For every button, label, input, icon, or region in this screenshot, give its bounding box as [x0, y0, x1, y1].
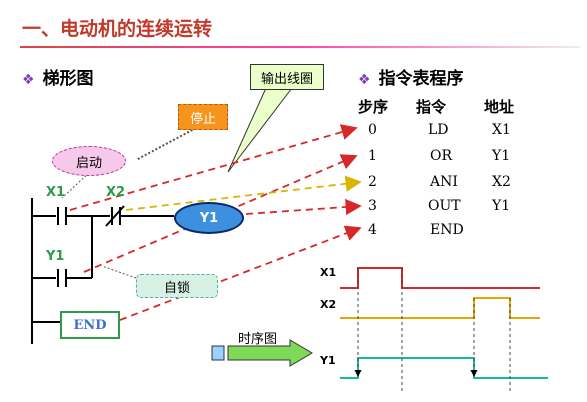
ladder-section-label: 梯形图	[42, 69, 94, 89]
start-callout-pointer	[61, 169, 93, 199]
program-section-title: ❖ 指令表程序	[358, 64, 464, 89]
row-2-addr: X2	[492, 174, 511, 190]
header-instruction: 指令	[416, 98, 447, 116]
stop-callout: 停止	[178, 104, 228, 130]
stop-callout-pointer	[135, 127, 197, 161]
timing-signal-y1: Y1	[320, 354, 336, 367]
x2-waveform	[340, 297, 540, 319]
timing-arrow-icon	[227, 339, 313, 367]
ladder-section-title: ❖ 梯形图	[22, 64, 94, 89]
output-coil-y1: Y1	[174, 202, 244, 234]
row-2-step: 2	[368, 174, 377, 190]
end-instruction-box: END	[60, 311, 120, 339]
row-1-step: 1	[368, 148, 377, 164]
x1-label: X1	[46, 185, 66, 200]
arrow-coil-to-step3	[245, 198, 362, 216]
output-coil-callout: 输出线圈	[250, 64, 324, 90]
x2-label: X2	[106, 185, 126, 200]
row-0-instr: LD	[428, 122, 449, 138]
page-title: 一、电动机的连续运转	[22, 18, 213, 40]
arrow-end-to-step4	[119, 225, 362, 321]
diamond-bullet-icon: ❖	[22, 72, 35, 88]
timing-arrow-tail	[211, 345, 225, 361]
arrow-x1-to-step0	[69, 124, 358, 211]
row-1-addr: Y1	[492, 148, 511, 164]
timing-diagram-title: 时序图	[238, 332, 278, 347]
timing-signal-x1: X1	[320, 266, 337, 279]
row-0-addr: X1	[492, 122, 511, 138]
x2-contact-slash	[105, 205, 125, 227]
timing-signal-x2: X2	[320, 298, 337, 311]
self-lock-callout: 自锁	[136, 274, 218, 298]
program-section-label: 指令表程序	[378, 69, 464, 89]
self-lock-callout-pointer	[101, 265, 137, 279]
row-0-step: 0	[368, 122, 377, 138]
row-3-addr: Y1	[492, 198, 511, 214]
row-3-step: 3	[368, 198, 377, 214]
y1-waveform	[340, 357, 548, 379]
title-underline	[20, 46, 580, 48]
diamond-bullet-icon: ❖	[358, 72, 371, 88]
row-4-step: 4	[368, 222, 377, 238]
arrow-x2-to-step2	[125, 175, 362, 211]
output-coil-callout-pointer	[227, 87, 293, 173]
start-callout: 启动	[52, 146, 126, 176]
header-step: 步序	[358, 98, 389, 116]
x1-waveform	[340, 267, 540, 289]
header-address: 地址	[484, 98, 515, 116]
row-2-instr: ANI	[430, 174, 458, 190]
y1-contact-label: Y1	[46, 249, 65, 264]
row-3-instr: OUT	[428, 198, 461, 214]
row-4-instr: END	[430, 222, 464, 238]
row-1-instr: OR	[430, 148, 453, 164]
